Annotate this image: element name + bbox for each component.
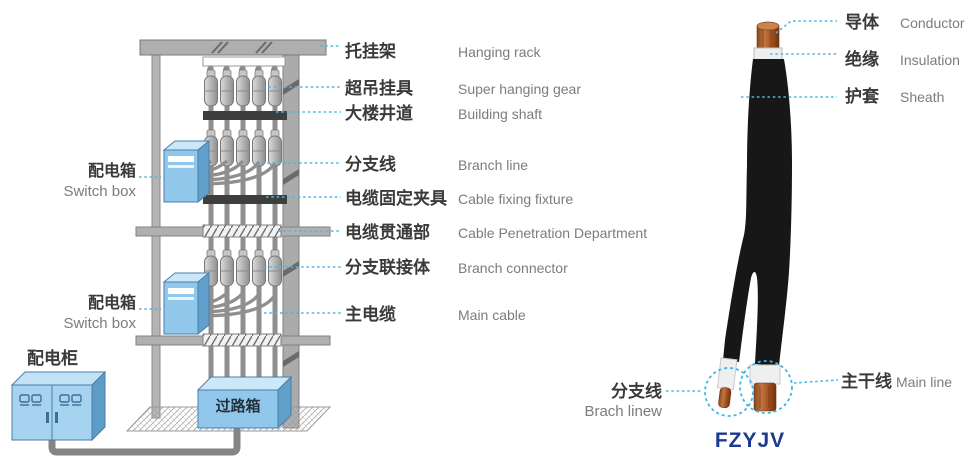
branch-end-circle — [704, 367, 754, 417]
label-en: Super hanging gear — [458, 81, 581, 97]
label-en: Branch connector — [458, 260, 568, 276]
cable-penetration-1 — [202, 224, 282, 238]
cable-clamp-band-1 — [203, 111, 287, 120]
leader-lines — [139, 20, 839, 392]
conductor-label-zh: 导体 — [845, 13, 879, 32]
label-row-hanging-rack: 托挂架 Hanging rack — [345, 41, 541, 62]
conductor-label-en: Conductor — [900, 15, 965, 31]
switch-box-1-label: 配电箱 Switch box — [38, 162, 136, 202]
super-hanging-gear-row — [204, 69, 282, 107]
label-zh: 大楼井道 — [345, 104, 413, 123]
label-row-branch-line: 分支线 Branch line — [345, 154, 528, 175]
switch-box-1 — [162, 139, 277, 204]
label-row-building-shaft: 大楼井道 Building shaft — [345, 103, 542, 124]
passing-box-label: 过路箱 — [215, 398, 261, 415]
hanger-plate — [202, 56, 286, 67]
cabinet-door-icons — [19, 394, 82, 406]
sheath-body — [723, 59, 792, 366]
main-end-circle — [739, 360, 793, 414]
insulation-label-row: 绝缘 Insulation — [845, 49, 960, 70]
cable-penetration-2 — [202, 333, 282, 347]
floor-slab-1 — [135, 224, 331, 238]
label-en: Hanging rack — [458, 44, 541, 60]
switch-box-label-en: Switch box — [63, 315, 136, 332]
distribution-cabinet — [10, 370, 107, 442]
distribution-cabinet-label: 配电柜 — [27, 349, 78, 368]
passing-box — [196, 375, 293, 430]
branch-line-label: 分支线 Brach linew — [572, 381, 662, 422]
branch-cable-photo — [704, 21, 793, 417]
label-row-branch-connector: 分支联接体 Branch connector — [345, 257, 568, 278]
branch-end-stripped — [716, 357, 738, 409]
sheath-label-zh: 护套 — [845, 87, 879, 106]
switch-box-2-label: 配电箱 Switch box — [38, 294, 136, 334]
hanging-rack-bar — [139, 39, 327, 56]
insulation-label-zh: 绝缘 — [845, 50, 879, 69]
branch-line-label-en: Brach linew — [584, 403, 662, 421]
branch-connector-row-1 — [204, 129, 282, 167]
label-zh: 分支线 — [345, 155, 396, 174]
main-line-label-en: Main line — [896, 374, 953, 390]
main-line-label-zh: 主干线 — [841, 372, 892, 391]
switch-box-label-en: Switch box — [63, 183, 136, 200]
label-en: Cable Penetration Department — [458, 225, 648, 241]
label-row-cable-fixing-fixture: 电缆固定夹具 Cable fixing fixture — [345, 188, 573, 209]
conductor-copper-top — [756, 21, 780, 50]
conductor-label-row: 导体 Conductor — [845, 12, 965, 33]
product-model-label: FZYJV — [714, 429, 786, 452]
insulation-label-en: Insulation — [900, 52, 960, 68]
label-row-main-cable: 主电缆 Main cable — [345, 304, 526, 325]
cable-fixing-fixture-band — [203, 195, 287, 204]
feeder-cable — [48, 424, 241, 456]
label-row-cable-penetration: 电缆贯通部 Cable Penetration Department — [345, 222, 647, 243]
label-en: Main cable — [458, 307, 526, 323]
rack-hatch-marks — [211, 41, 273, 54]
branch-connector-row-2 — [204, 249, 282, 287]
label-zh: 主电缆 — [345, 305, 396, 324]
branch-line-label-zh: 分支线 — [611, 382, 662, 401]
switch-box-label-zh: 配电箱 — [87, 163, 136, 180]
switch-box-2 — [162, 271, 277, 336]
label-en: Building shaft — [458, 106, 543, 122]
main-end-stripped — [749, 364, 781, 412]
label-en: Branch line — [458, 157, 529, 173]
label-zh: 托挂架 — [345, 42, 396, 61]
floor-slab-2 — [135, 333, 331, 347]
switch-box-label-zh: 配电箱 — [87, 295, 136, 312]
label-zh: 电缆贯通部 — [345, 223, 430, 242]
label-zh: 超吊挂具 — [345, 79, 413, 98]
sheath-label-row: 护套 Sheath — [845, 86, 944, 107]
sheath-label-en: Sheath — [900, 89, 945, 105]
label-en: Cable fixing fixture — [458, 191, 574, 207]
label-row-super-hanging-gear: 超吊挂具 Super hanging gear — [345, 78, 581, 99]
label-zh: 分支联接体 — [345, 258, 430, 277]
label-zh: 电缆固定夹具 — [345, 189, 447, 208]
